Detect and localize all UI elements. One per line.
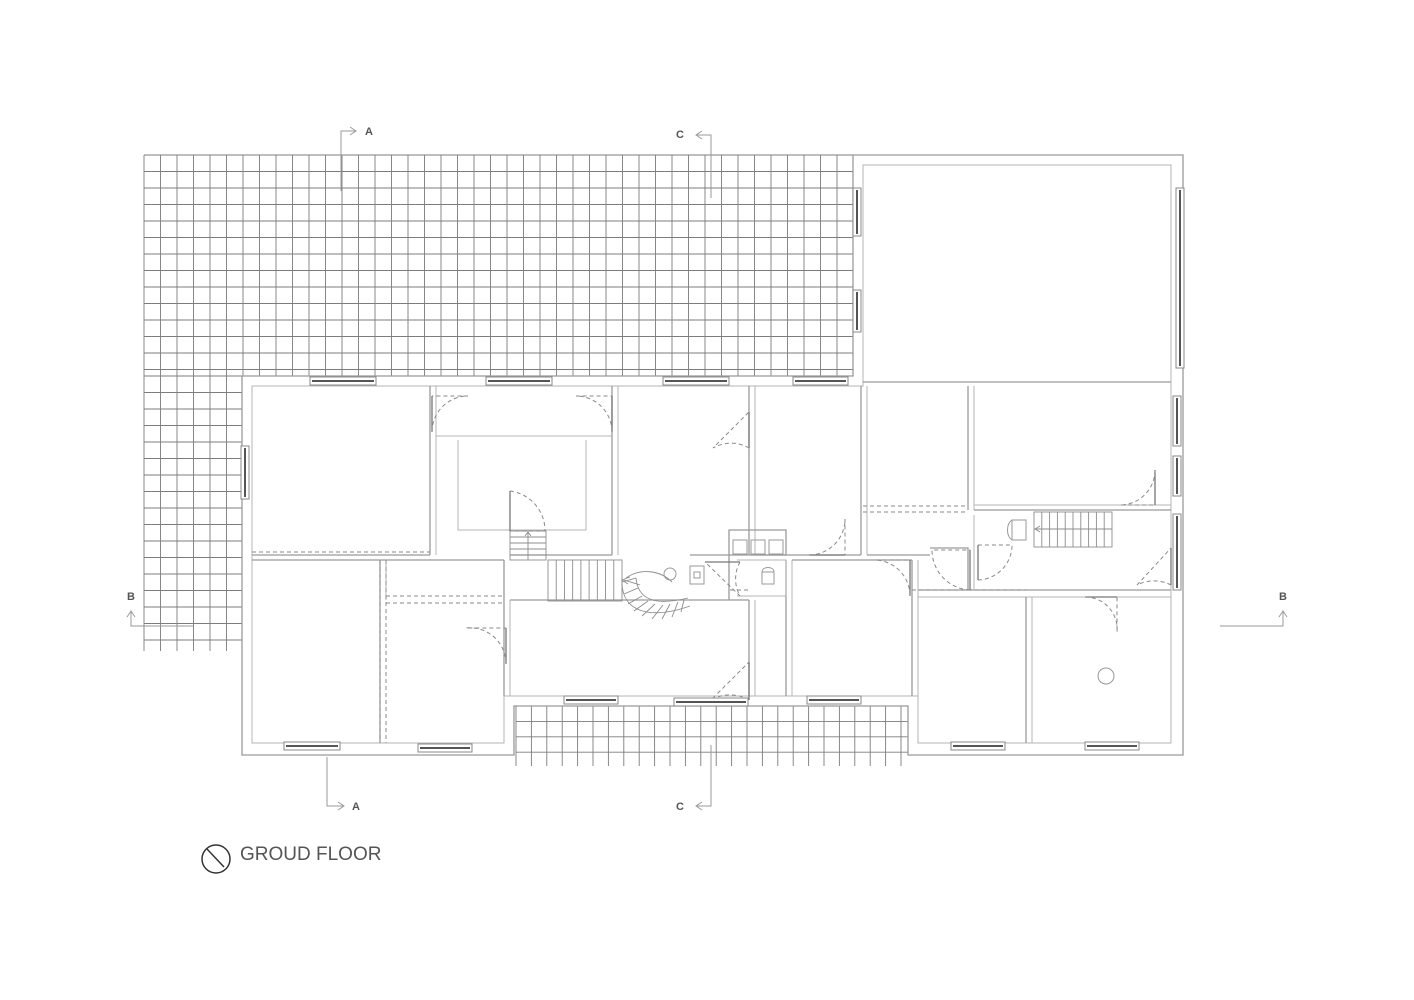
section-a-bottom-label: A bbox=[352, 801, 360, 813]
window-h-8 bbox=[283, 741, 341, 751]
door-8 bbox=[977, 544, 1013, 581]
window-v-7 bbox=[1172, 513, 1182, 591]
window-v-3 bbox=[1175, 187, 1185, 369]
door-9 bbox=[1119, 469, 1156, 506]
straight-stair-middle bbox=[547, 559, 623, 602]
overhead-dashed-lines bbox=[252, 505, 1026, 743]
door-10 bbox=[1136, 547, 1172, 586]
section-c-bottom: C bbox=[676, 745, 712, 813]
section-a-top-label: A bbox=[365, 126, 373, 138]
window-v-2 bbox=[852, 289, 862, 333]
window-v-4 bbox=[240, 445, 250, 500]
window-h-1 bbox=[309, 376, 377, 386]
section-b-right-label: B bbox=[1279, 591, 1287, 603]
section-b-left-label: B bbox=[127, 591, 135, 603]
windows bbox=[240, 187, 1185, 753]
interior-walls bbox=[252, 386, 1171, 743]
window-v-6 bbox=[1172, 455, 1182, 497]
window-h-5 bbox=[563, 695, 619, 705]
fixtures bbox=[689, 519, 1115, 685]
straight-stair-west bbox=[509, 530, 547, 561]
window-v-5 bbox=[1172, 395, 1182, 447]
straight-stair-east bbox=[1033, 511, 1113, 548]
paved-terrace-north bbox=[143, 154, 853, 651]
window-h-6 bbox=[673, 697, 749, 707]
paved-terrace-south bbox=[515, 705, 908, 766]
doors bbox=[431, 395, 1172, 701]
section-b-left: B bbox=[126, 591, 193, 627]
door-14 bbox=[704, 561, 741, 597]
spiral-stair bbox=[621, 567, 691, 620]
round-column-icon bbox=[1097, 667, 1115, 685]
door-13 bbox=[710, 661, 750, 701]
section-a-top: A bbox=[340, 126, 373, 191]
north-arrow-icon bbox=[201, 844, 231, 874]
section-a-bottom: A bbox=[326, 757, 360, 813]
door-4 bbox=[509, 490, 546, 532]
door-3 bbox=[712, 411, 750, 449]
section-b-right: B bbox=[1220, 591, 1288, 627]
door-12 bbox=[465, 627, 507, 665]
window-h-10 bbox=[950, 741, 1006, 751]
door-11 bbox=[1084, 596, 1118, 633]
door-1 bbox=[431, 395, 469, 433]
window-h-7 bbox=[806, 695, 862, 705]
window-h-2 bbox=[485, 376, 553, 386]
window-h-9 bbox=[417, 743, 473, 753]
section-c-bottom-label: C bbox=[676, 801, 684, 813]
section-c-top: C bbox=[676, 129, 712, 198]
window-h-11 bbox=[1084, 741, 1140, 751]
section-c-top-label: C bbox=[676, 129, 684, 141]
window-h-3 bbox=[662, 376, 730, 386]
drawing-title: GROUD FLOOR bbox=[240, 844, 381, 865]
window-v-1 bbox=[852, 187, 862, 237]
door-7 bbox=[931, 549, 971, 591]
building-outline bbox=[241, 154, 1184, 756]
window-h-4 bbox=[792, 376, 849, 386]
door-5 bbox=[808, 518, 846, 556]
door-2 bbox=[575, 395, 613, 433]
door-6 bbox=[874, 559, 911, 597]
